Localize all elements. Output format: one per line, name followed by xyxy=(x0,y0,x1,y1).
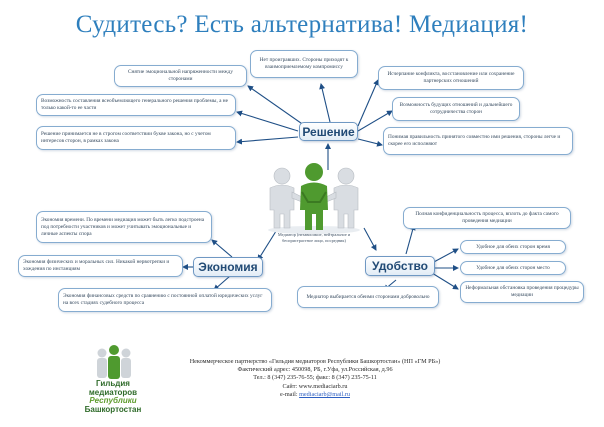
convenience-item-informal: Неформальная обстановка проведения проце… xyxy=(460,281,584,303)
convenience-item-text: Неформальная обстановка проведения проце… xyxy=(465,285,579,298)
economy-item-energy: Экономия физических и моральных сил. Ник… xyxy=(18,255,183,277)
solution-item-text: Снятие эмоциональной напряженности между… xyxy=(127,69,234,82)
solution-item-execution: Понимая правильность принятого совместно… xyxy=(383,127,573,155)
logo-line-1: Гильдия xyxy=(96,379,130,388)
solution-item-text: Возможность будущих отношений и дальнейш… xyxy=(399,102,513,115)
guild-logo xyxy=(97,345,131,379)
convenience-item-time: Удобное для обеих сторон время xyxy=(460,240,566,254)
guild-logo-text: Гильдия медиаторов Республики Башкортост… xyxy=(70,379,156,414)
logo-line-2: медиаторов xyxy=(88,387,138,397)
convenience-item-text: Удобное для обеих сторон место xyxy=(476,264,550,271)
solution-item-partnership: Исчерпание конфликта, восстановление или… xyxy=(378,66,524,90)
hub-economy: Экономия xyxy=(193,257,263,277)
solution-item-future-relations: Возможность будущих отношений и дальнейш… xyxy=(392,97,520,121)
convenience-item-voluntary: Медиатор выбирается обеими сторонами доб… xyxy=(297,286,439,308)
page-title: Судитесь? Есть альтернатива! Медиация! xyxy=(75,11,529,38)
convenience-item-text: Медиатор выбирается обеими сторонами доб… xyxy=(306,293,430,300)
mediator-figures-illustration xyxy=(268,163,360,234)
left-person-figure xyxy=(269,167,309,229)
solution-item-law-interests: Решение принимается не в строгом соответ… xyxy=(36,126,236,150)
footer-site: Сайт: www.mediaciarb.ru xyxy=(282,382,348,390)
solution-item-emotional-tension: Снятие эмоциональной напряженности между… xyxy=(114,65,247,87)
solution-item-no-losers: Нет проигравших. Стороны приходят к взаи… xyxy=(250,50,358,78)
convenience-item-confidentiality: Полная конфиденциальность процесса, впло… xyxy=(403,207,571,229)
footer-email-link[interactable]: mediaciarb@mail.ru xyxy=(299,390,350,398)
solution-item-text: Нет проигравших. Стороны приходят к взаи… xyxy=(259,57,349,70)
footer-email-row: e-mail: mediaciarb@mail.ru xyxy=(155,391,475,399)
footer-address: Фактический адрес: 450098, РБ, г.Уфа, ул… xyxy=(237,366,393,374)
hub-convenience: Удобство xyxy=(365,256,435,276)
convenience-item-text: Удобное для обеих сторон время xyxy=(476,243,550,250)
logo-figures-icon xyxy=(97,345,131,379)
footer-phone: Тел.: 8 (347) 235-76-55; факс: 8 (347) 2… xyxy=(253,374,377,382)
solution-item-comprehensive: Возможность составления всеобъемлющего г… xyxy=(36,94,236,116)
solution-item-text: Исчерпание конфликта, восстановление или… xyxy=(387,71,515,84)
solution-item-text: Решение принимается не в строгом соответ… xyxy=(41,131,211,144)
convenience-item-place: Удобное для обеих сторон место xyxy=(460,261,566,275)
hub-solution: Решение xyxy=(299,122,358,141)
footer-org: Некоммерческое партнерство «Гильдия меди… xyxy=(189,358,441,365)
solution-item-text: Возможность составления всеобъемлющего г… xyxy=(41,98,228,111)
footer-email-label: e-mail: xyxy=(280,390,300,398)
mediator-caption: Медиатор (независимое, нейтральное и бес… xyxy=(277,232,351,243)
convenience-item-text: Полная конфиденциальность процесса, впло… xyxy=(415,211,559,224)
economy-item-text: Экономия финансовых средств по сравнению… xyxy=(63,293,263,306)
logo-line-3: Республики xyxy=(89,396,137,405)
mediator-person-figure xyxy=(300,163,328,230)
footer-contact-info: Некоммерческое партнерство «Гильдия меди… xyxy=(155,358,475,399)
economy-item-time: Экономия времени. По времени медиация мо… xyxy=(36,211,212,243)
solution-item-text: Понимая правильность принятого совместно… xyxy=(388,134,561,147)
economy-item-text: Экономия физических и моральных сил. Ник… xyxy=(23,259,170,272)
economy-item-text: Экономия времени. По времени медиация мо… xyxy=(41,216,205,237)
economy-item-finance: Экономия финансовых средств по сравнению… xyxy=(58,288,272,312)
right-person-figure xyxy=(319,167,359,229)
logo-line-4: Башкортостан xyxy=(84,404,142,414)
